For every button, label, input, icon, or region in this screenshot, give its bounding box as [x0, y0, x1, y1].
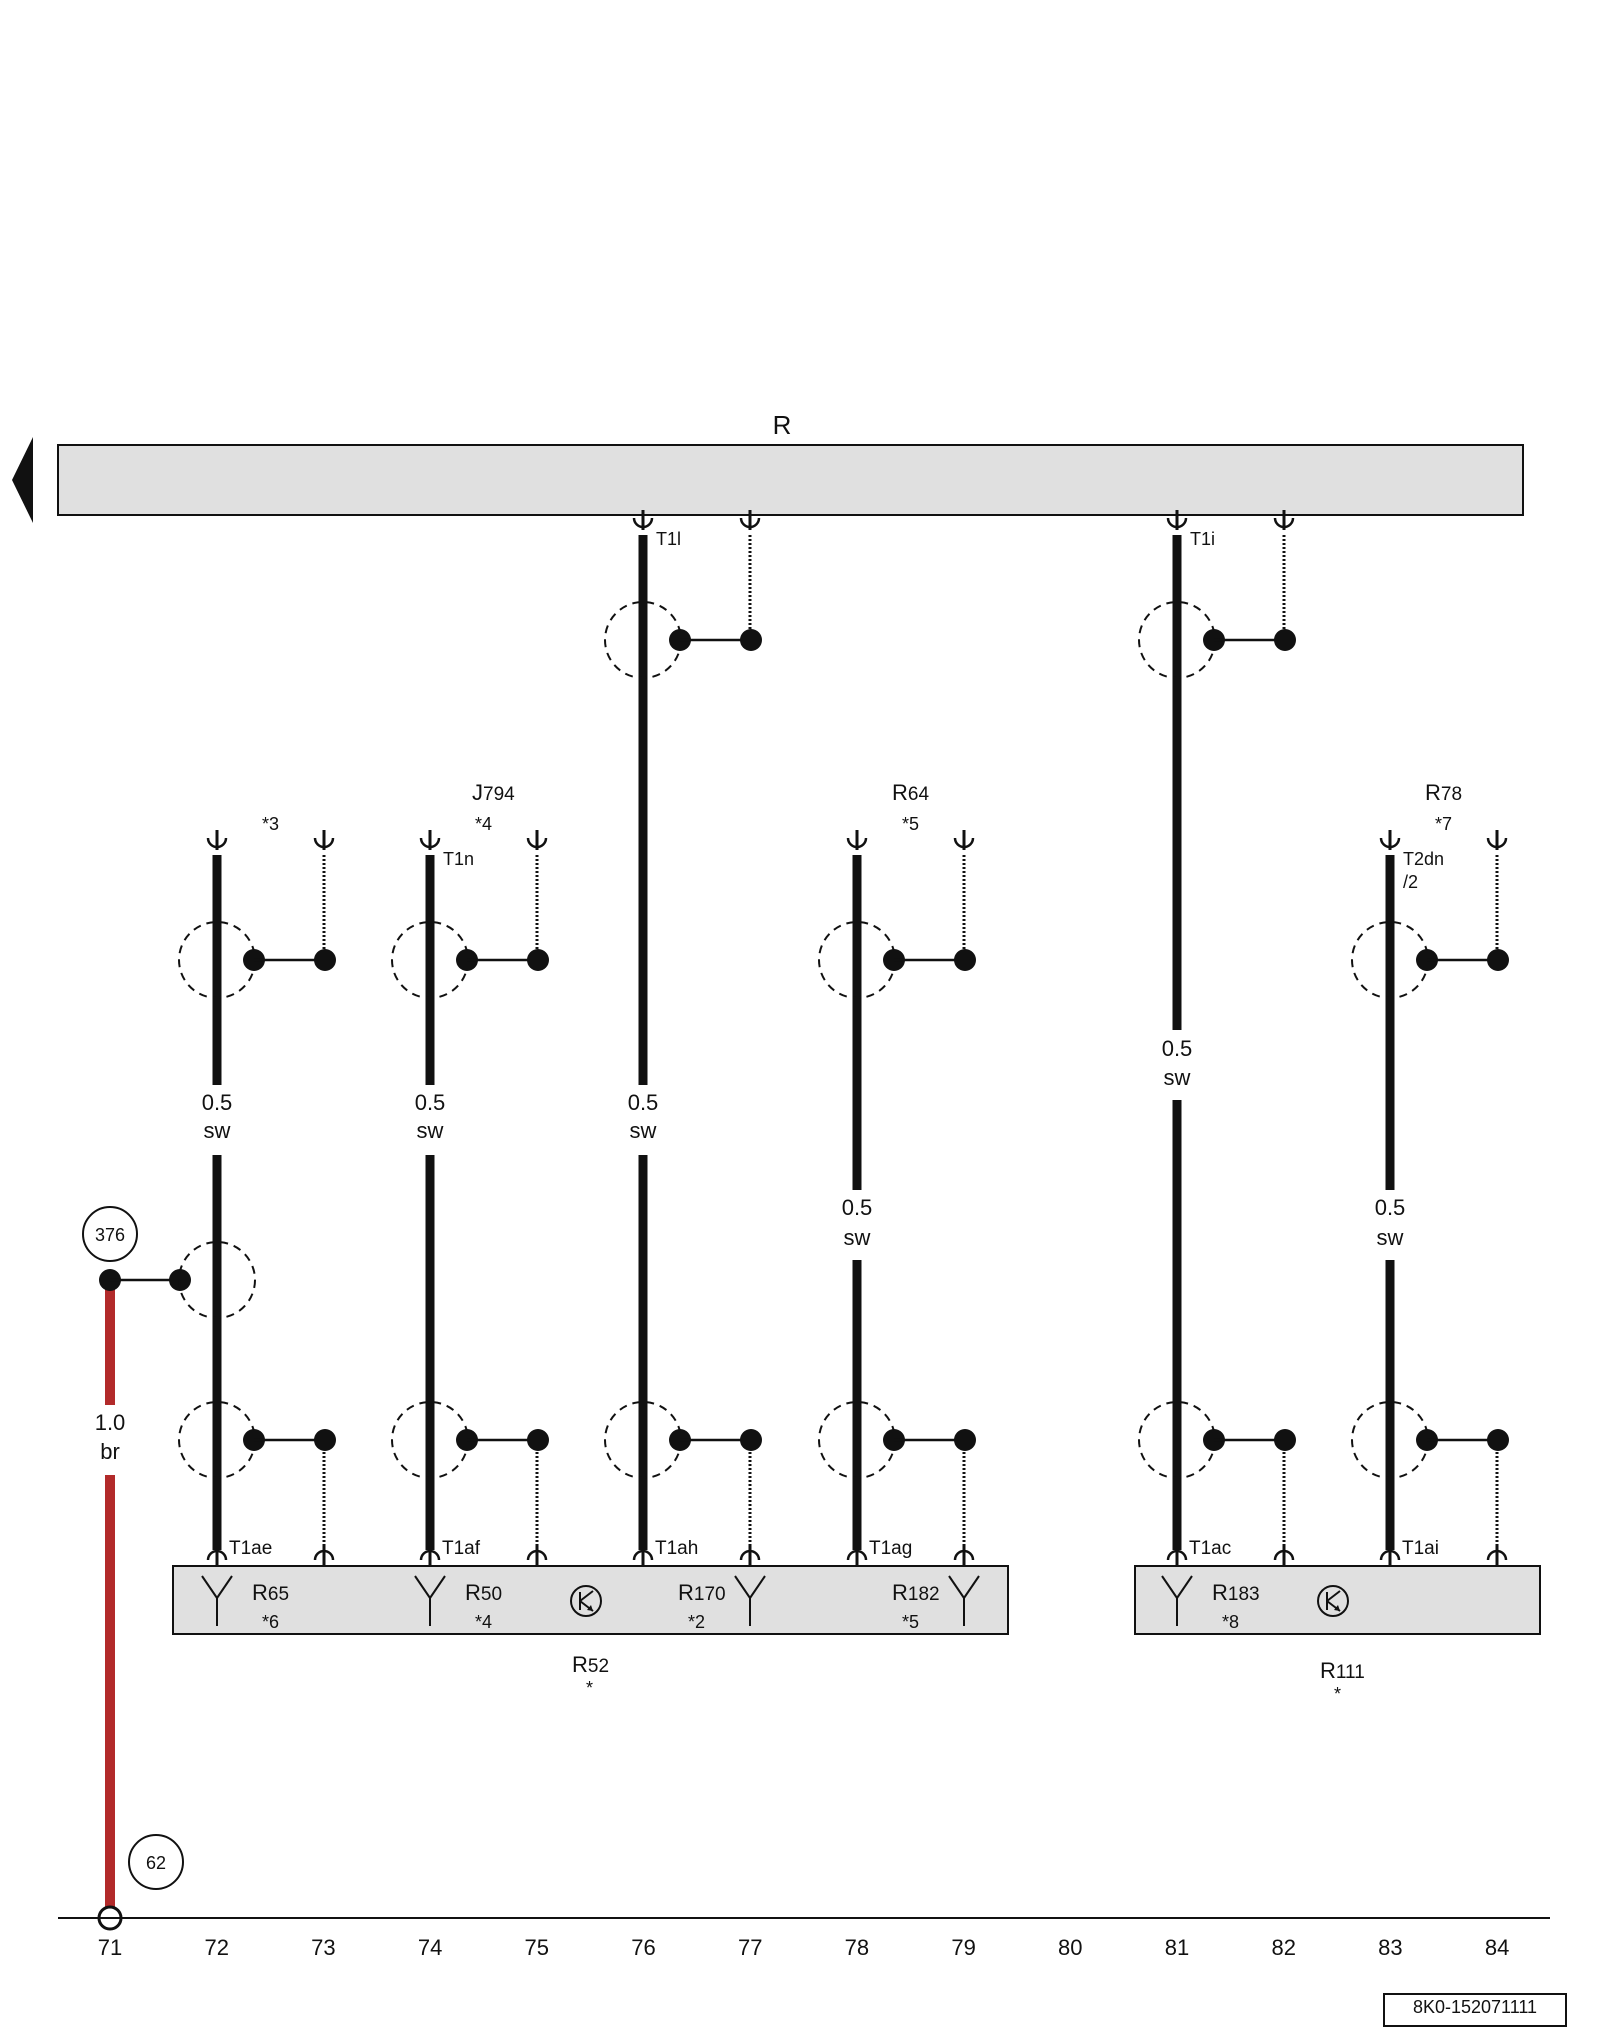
track-number: 83	[1378, 1935, 1402, 1960]
connector-T2dn: T2dn	[1403, 849, 1444, 869]
component-R64: R64	[892, 780, 929, 805]
component-R78: R78	[1425, 780, 1462, 805]
unit-R50-note: *4	[475, 1612, 492, 1632]
unit-R65: R65	[252, 1580, 289, 1605]
unit-R183-note: *8	[1222, 1612, 1239, 1632]
wire-color-72: sw	[204, 1118, 231, 1143]
track-number: 76	[631, 1935, 655, 1960]
track-number: 73	[311, 1935, 335, 1960]
note-3: *3	[262, 814, 279, 834]
wire-size-81: 0.5	[1162, 1036, 1193, 1061]
connector-T1ah: T1ah	[655, 1538, 698, 1559]
module-R111-label: R111	[1320, 1658, 1365, 1683]
document-id: 8K0-152071111	[1383, 1993, 1567, 2027]
unit-R170-note: *2	[688, 1612, 705, 1632]
track-number: 72	[204, 1935, 228, 1960]
ground-ref-376-label: 376	[95, 1225, 125, 1245]
component-R64-note: *5	[902, 814, 919, 834]
top-bus-bar	[57, 444, 1524, 516]
wire-size-76: 0.5	[628, 1090, 659, 1115]
component-J794-note: *4	[475, 814, 492, 834]
wire-color-83: sw	[1377, 1225, 1404, 1250]
module-R111-note: *	[1334, 1684, 1341, 1704]
track-number: 80	[1058, 1935, 1082, 1960]
unit-R182: R182	[892, 1580, 940, 1605]
wire-size-72: 0.5	[202, 1090, 233, 1115]
wire-track-83: T2dn /2 R78 *7	[1350, 780, 1511, 1550]
wire-size-74: 0.5	[415, 1090, 446, 1115]
continuation-arrow-icon	[12, 437, 33, 523]
unit-R170: R170	[678, 1580, 726, 1605]
track-number: 77	[738, 1935, 762, 1960]
wire-color-78: sw	[844, 1225, 871, 1250]
component-R78-note: *7	[1435, 814, 1452, 834]
track-number: 84	[1485, 1935, 1509, 1960]
connector-T1n: T1n	[443, 849, 474, 869]
top-bus-label: R	[773, 410, 792, 440]
wire-color-76: sw	[630, 1118, 657, 1143]
ground-ref-62-label: 62	[146, 1853, 166, 1873]
ground-wire-71: 1.0 br 376 62	[82, 1206, 256, 1931]
wire-track-72: *3	[177, 814, 338, 1550]
bottom-terminals: T1ae T1af T1ah T1ag T1ac T1ai	[206, 1538, 1508, 1568]
connector-T1l: T1l	[656, 529, 681, 549]
module-R111-box	[1134, 1565, 1541, 1635]
wire-track-76: T1l	[603, 508, 764, 1550]
connector-T2dn-pin: /2	[1403, 872, 1418, 892]
wire-size-71: 1.0	[95, 1410, 126, 1435]
track-ruler: 71 72 73 74 75 76 77 78 79 80 81 82 83 84	[58, 1917, 1550, 1960]
module-R52-label: R52	[572, 1652, 609, 1677]
wire-track-78: R64 *5	[817, 780, 978, 1550]
connector-T1ai: T1ai	[1402, 1538, 1439, 1559]
module-R52-box	[172, 1565, 1009, 1635]
connector-T1ae: T1ae	[229, 1538, 272, 1559]
wire-track-74: T1n J794 *4	[390, 780, 551, 1550]
wire-color-74: sw	[417, 1118, 444, 1143]
connector-T1af: T1af	[442, 1538, 481, 1559]
wire-color-81: sw	[1164, 1065, 1191, 1090]
wire-size-83: 0.5	[1375, 1195, 1406, 1220]
ground-ref-62	[128, 1834, 184, 1890]
bottom-shields	[177, 1400, 1511, 1550]
track-number: 79	[951, 1935, 975, 1960]
module-R111: R183 *8 R111 *	[1134, 1565, 1541, 1704]
track-number: 78	[845, 1935, 869, 1960]
connector-T1ac: T1ac	[1189, 1538, 1231, 1559]
track-number: 82	[1271, 1935, 1295, 1960]
wire-size-78: 0.5	[842, 1195, 873, 1220]
connector-T1i: T1i	[1190, 529, 1215, 549]
connector-T1ag: T1ag	[869, 1538, 912, 1559]
track-number: 71	[98, 1935, 122, 1960]
wire-track-81: T1i	[1137, 508, 1298, 1550]
top-bus: R	[12, 410, 1524, 523]
unit-R65-note: *6	[262, 1612, 279, 1632]
unit-R183: R183	[1212, 1580, 1260, 1605]
unit-R50: R50	[465, 1580, 502, 1605]
track-number: 75	[525, 1935, 549, 1960]
unit-R182-note: *5	[902, 1612, 919, 1632]
track-number: 74	[418, 1935, 442, 1960]
wire-labels: 0.5 sw 0.5 sw 0.5 sw 0.5 sw 0.5 sw 0.5 s…	[202, 1036, 1406, 1250]
module-R52: R65 *6 R50 *4 R170 *2 R182 *5 R52 *	[172, 1565, 1009, 1698]
track-number: 81	[1165, 1935, 1189, 1960]
module-R52-note: *	[586, 1678, 593, 1698]
component-J794: J794	[472, 780, 515, 805]
ground-ref-376	[82, 1206, 138, 1262]
wire-color-71: br	[100, 1439, 120, 1464]
